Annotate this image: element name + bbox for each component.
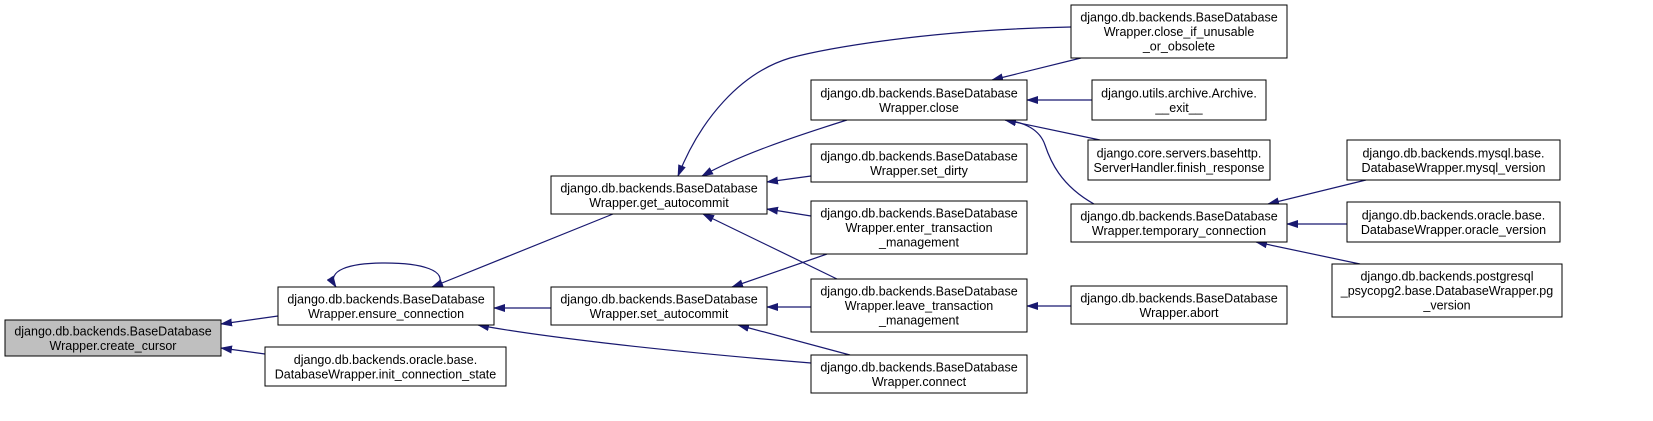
node-label-line: Wrapper.temporary_connection bbox=[1092, 224, 1266, 238]
node-box bbox=[810, 354, 1028, 394]
node-label-line: Wrapper.get_autocommit bbox=[589, 196, 729, 210]
edge-close_if_unusable_or_obsolete-to-get_autocommit bbox=[677, 26, 1072, 177]
node-close[interactable]: django.db.backends.BaseDatabaseWrapper.c… bbox=[810, 79, 1028, 121]
node-label-line: Wrapper.close_if_unusable bbox=[1104, 25, 1255, 39]
node-label-line: django.db.backends.BaseDatabase bbox=[287, 292, 484, 306]
node-label-line: django.core.servers.basehttp. bbox=[1097, 146, 1262, 160]
node-label-line: django.utils.archive.Archive. bbox=[1101, 86, 1257, 100]
edge-init_connection_state-to-create_cursor bbox=[220, 345, 266, 355]
node-pg_version[interactable]: django.db.backends.postgresql_psycopg2.b… bbox=[1331, 263, 1563, 318]
node-box bbox=[4, 319, 222, 357]
node-box bbox=[810, 79, 1028, 121]
node-label-line: _or_obsolete bbox=[1142, 40, 1215, 54]
node-label-line: Wrapper.leave_transaction bbox=[845, 299, 994, 313]
node-finish_response[interactable]: django.core.servers.basehttp.ServerHandl… bbox=[1087, 139, 1271, 181]
node-label-line: Wrapper.set_dirty bbox=[870, 164, 968, 178]
node-label-line: Wrapper.create_cursor bbox=[50, 339, 177, 353]
node-label-line: django.db.backends.BaseDatabase bbox=[560, 181, 757, 195]
node-ensure_connection[interactable]: django.db.backends.BaseDatabaseWrapper.e… bbox=[277, 286, 495, 326]
node-label-line: django.db.backends.postgresql bbox=[1360, 270, 1533, 284]
node-label-line: django.db.backends.mysql.base. bbox=[1362, 146, 1544, 160]
node-label-line: _management bbox=[878, 314, 959, 328]
node-label-line: django.db.backends.BaseDatabase bbox=[820, 149, 1017, 163]
node-box bbox=[810, 143, 1028, 183]
node-create_cursor[interactable]: django.db.backends.BaseDatabaseWrapper.c… bbox=[4, 319, 222, 357]
node-box bbox=[550, 175, 768, 215]
node-leave_transaction_management[interactable]: django.db.backends.BaseDatabaseWrapper.l… bbox=[810, 278, 1028, 333]
node-label-line: django.db.backends.BaseDatabase bbox=[1080, 11, 1277, 25]
node-init_connection_state[interactable]: django.db.backends.oracle.base.DatabaseW… bbox=[264, 346, 507, 387]
node-abort[interactable]: django.db.backends.BaseDatabaseWrapper.a… bbox=[1070, 285, 1288, 325]
node-label-line: _version bbox=[1422, 299, 1470, 313]
node-box bbox=[1070, 203, 1288, 243]
node-box bbox=[550, 286, 768, 326]
node-label-line: Wrapper.enter_transaction bbox=[845, 221, 992, 235]
node-label-line: DatabaseWrapper.oracle_version bbox=[1361, 223, 1546, 237]
node-label-line: DatabaseWrapper.mysql_version bbox=[1362, 161, 1546, 175]
node-box bbox=[264, 346, 507, 387]
node-get_autocommit[interactable]: django.db.backends.BaseDatabaseWrapper.g… bbox=[550, 175, 768, 215]
node-temporary_connection[interactable]: django.db.backends.BaseDatabaseWrapper.t… bbox=[1070, 203, 1288, 243]
node-label-line: Wrapper.close bbox=[879, 101, 959, 115]
node-label-line: django.db.backends.BaseDatabase bbox=[14, 324, 211, 338]
node-label-line: Wrapper.ensure_connection bbox=[308, 307, 464, 321]
node-label-line: django.db.backends.BaseDatabase bbox=[1080, 291, 1277, 305]
node-label-line: ServerHandler.finish_response bbox=[1094, 161, 1265, 175]
node-box bbox=[1070, 4, 1288, 59]
node-box bbox=[1331, 263, 1563, 318]
node-oracle_version[interactable]: django.db.backends.oracle.base.DatabaseW… bbox=[1346, 201, 1561, 243]
node-set_dirty[interactable]: django.db.backends.BaseDatabaseWrapper.s… bbox=[810, 143, 1028, 183]
node-label-line: Wrapper.set_autocommit bbox=[590, 307, 729, 321]
edge-mysql_version-to-temporary_connection bbox=[1267, 179, 1367, 206]
node-close_if_unusable_or_obsolete[interactable]: django.db.backends.BaseDatabaseWrapper.c… bbox=[1070, 4, 1288, 59]
nodes-layer: django.db.backends.BaseDatabaseWrapper.c… bbox=[4, 4, 1563, 394]
node-mysql_version[interactable]: django.db.backends.mysql.base.DatabaseWr… bbox=[1346, 139, 1561, 181]
edge-pg_version-to-temporary_connection bbox=[1255, 240, 1361, 265]
edge-connect-to-set_autocommit bbox=[737, 323, 851, 356]
edge-set_dirty-to-get_autocommit bbox=[766, 175, 812, 185]
node-box bbox=[1070, 285, 1288, 325]
node-box bbox=[810, 278, 1028, 333]
node-label-line: django.db.backends.BaseDatabase bbox=[820, 86, 1017, 100]
node-label-line: django.db.backends.BaseDatabase bbox=[820, 207, 1017, 221]
node-box bbox=[810, 200, 1028, 255]
node-archive_exit[interactable]: django.utils.archive.Archive.__exit__ bbox=[1091, 79, 1267, 121]
edge-leave_transaction_management-to-get_autocommit bbox=[702, 213, 838, 280]
node-label-line: _management bbox=[878, 236, 959, 250]
node-label-line: DatabaseWrapper.init_connection_state bbox=[275, 367, 496, 381]
node-label-line: Wrapper.connect bbox=[872, 375, 967, 389]
node-box bbox=[1087, 139, 1271, 181]
edge-ensure_connection-to-ensure_connection bbox=[326, 262, 441, 288]
node-enter_transaction_management[interactable]: django.db.backends.BaseDatabaseWrapper.e… bbox=[810, 200, 1028, 255]
node-connect[interactable]: django.db.backends.BaseDatabaseWrapper.c… bbox=[810, 354, 1028, 394]
node-label-line: django.db.backends.BaseDatabase bbox=[820, 360, 1017, 374]
edge-close_if_unusable_or_obsolete-to-close bbox=[991, 57, 1082, 82]
edge-connect-to-ensure_connection bbox=[477, 323, 812, 364]
node-label-line: __exit__ bbox=[1154, 101, 1203, 115]
edge-temporary_connection-to-close bbox=[1004, 117, 1095, 205]
node-box bbox=[1346, 201, 1561, 243]
edge-ensure_connection-to-create_cursor bbox=[220, 315, 279, 327]
node-label-line: django.db.backends.oracle.base. bbox=[1362, 208, 1545, 222]
node-label-line: django.db.backends.oracle.base. bbox=[294, 353, 477, 367]
node-set_autocommit[interactable]: django.db.backends.BaseDatabaseWrapper.s… bbox=[550, 286, 768, 326]
node-label-line: Wrapper.abort bbox=[1140, 306, 1220, 320]
node-label-line: django.db.backends.BaseDatabase bbox=[820, 285, 1017, 299]
edge-get_autocommit-to-ensure_connection bbox=[431, 213, 614, 288]
edges-layer bbox=[220, 26, 1367, 364]
edge-close-to-get_autocommit bbox=[701, 119, 848, 177]
edge-enter_transaction_management-to-get_autocommit bbox=[766, 206, 812, 217]
node-label-line: django.db.backends.BaseDatabase bbox=[560, 292, 757, 306]
node-label-line: _psycopg2.base.DatabaseWrapper.pg bbox=[1340, 284, 1553, 298]
node-label-line: django.db.backends.BaseDatabase bbox=[1080, 209, 1277, 223]
edge-enter_transaction_management-to-set_autocommit bbox=[731, 253, 828, 288]
node-box bbox=[1091, 79, 1267, 121]
node-box bbox=[277, 286, 495, 326]
node-box bbox=[1346, 139, 1561, 181]
